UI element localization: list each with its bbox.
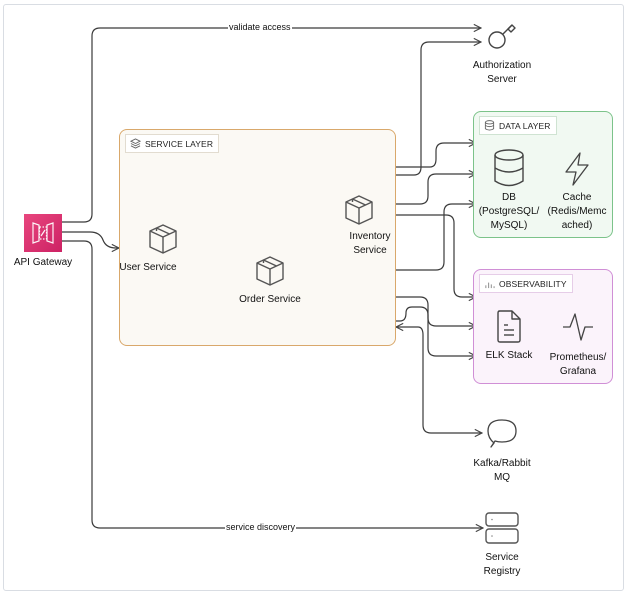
database-small-icon — [484, 120, 495, 131]
edge-gateway-user — [62, 231, 119, 248]
authorization-server-node[interactable]: Authorization Server — [466, 18, 538, 87]
elk-stack-node[interactable]: ELK Stack — [478, 308, 540, 363]
cache-label: Cache (Redis/Memc ached) — [547, 192, 607, 231]
order-service-node[interactable]: Order Service — [233, 254, 307, 307]
edge-gateway-auth — [62, 28, 481, 223]
data-layer-label: DATA LAYER — [499, 120, 551, 131]
inventory-service-node[interactable]: Inventory Service — [323, 193, 395, 258]
prometheus-node[interactable]: Prometheus/ Grafana — [544, 310, 612, 379]
package-box-icon — [256, 256, 284, 286]
document-icon — [497, 310, 521, 343]
package-box-icon — [149, 224, 177, 254]
edge-gateway-registry — [62, 240, 483, 528]
package-box-icon — [345, 195, 373, 225]
chat-bubble-icon — [487, 419, 517, 448]
observability-group: OBSERVABILITY — [473, 269, 613, 384]
edge-service-data — [394, 143, 476, 168]
service-layer-label: SERVICE LAYER — [145, 138, 214, 149]
api-gateway-label: API Gateway — [13, 257, 73, 268]
data-layer-group: DATA LAYER — [473, 111, 613, 238]
observability-label: OBSERVABILITY — [499, 278, 567, 289]
user-service-label: User Service — [119, 262, 177, 273]
cache-node[interactable]: Cache (Redis/Memc ached) — [544, 150, 610, 233]
key-icon — [488, 24, 516, 49]
edge-service-kafka — [396, 327, 482, 433]
database-label: DB (PostgreSQL/ MySQL) — [478, 192, 540, 231]
edge-inventory-observability — [377, 214, 476, 297]
api-gateway-node[interactable]: API Gateway — [8, 256, 78, 270]
order-service-label: Order Service — [239, 294, 301, 305]
database-icon — [494, 149, 524, 187]
edge-label-validate-access: validate access — [228, 22, 292, 32]
service-layer-group: SERVICE LAYER — [119, 129, 396, 346]
message-queue-label: Kafka/Rabbit MQ — [473, 458, 531, 483]
bar-chart-icon — [485, 282, 495, 289]
observability-tag: OBSERVABILITY — [479, 274, 573, 293]
database-node[interactable]: DB (PostgreSQL/ MySQL) — [478, 148, 540, 233]
elk-stack-label: ELK Stack — [485, 350, 533, 361]
api-gateway-icon[interactable] — [24, 214, 62, 252]
edge-inventory-data — [377, 174, 476, 204]
data-layer-tag: DATA LAYER — [479, 116, 557, 135]
edge-label-service-discovery: service discovery — [225, 522, 297, 532]
message-queue-node[interactable]: Kafka/Rabbit MQ — [466, 416, 538, 485]
service-registry-node[interactable]: Service Registry — [466, 510, 538, 579]
server-icon — [485, 512, 519, 544]
layers-icon — [130, 138, 141, 149]
user-service-node[interactable]: User Service — [119, 222, 198, 275]
authorization-server-label: Authorization Server — [472, 60, 532, 85]
pulse-icon — [563, 313, 593, 341]
service-registry-label: Service Registry — [483, 552, 521, 577]
prometheus-label: Prometheus/ Grafana — [549, 352, 607, 377]
lightning-icon — [565, 152, 589, 186]
service-layer-tag: SERVICE LAYER — [125, 134, 220, 153]
inventory-service-label: Inventory Service — [349, 231, 391, 256]
